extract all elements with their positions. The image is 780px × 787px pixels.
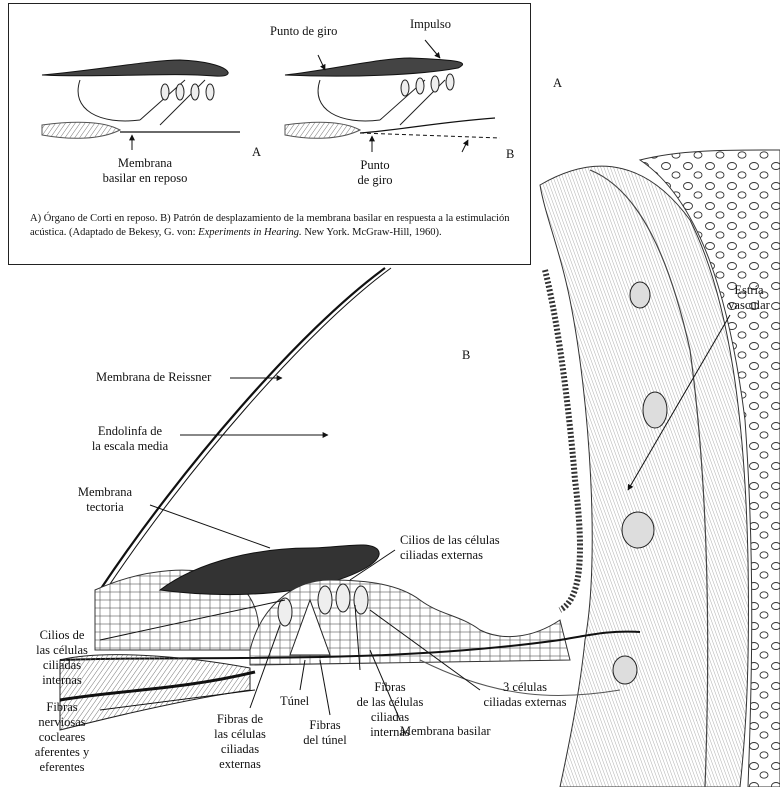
inset-membrana-reposo-label: Membrana basilar en reposo <box>80 156 210 186</box>
inset-punto-giro-label: Punto de giro <box>270 24 337 39</box>
estria-vascular-label: Estría vascular <box>718 283 780 313</box>
inset-letter-a: A <box>252 145 261 160</box>
figure-letter-b: B <box>462 348 470 363</box>
caption-text-2: New York. McGraw-Hill, 1960). <box>302 227 442 238</box>
inset-caption: A) Órgano de Corti en reposo. B) Patrón … <box>30 212 520 240</box>
fibras-nerviosas-label: Fibras nerviosas cocleares aferentes y e… <box>22 700 102 775</box>
tunel-label: Túnel <box>280 694 309 709</box>
membrana-tectoria-label: Membrana tectoria <box>60 485 150 515</box>
figure-letter-a: A <box>553 76 562 91</box>
inset-letter-b: B <box>506 147 514 162</box>
endolinfa-label: Endolinfa de la escala media <box>80 424 180 454</box>
caption-italic: Experiments in Hearing. <box>198 227 302 238</box>
inset-punto-giro-bottom-label: Punto de giro <box>340 158 410 188</box>
tres-celulas-label: 3 células ciliadas externas <box>470 680 580 710</box>
cilios-externas-label: Cilios de las células ciliadas externas <box>400 533 500 563</box>
inset-impulso-label: Impulso <box>410 17 451 32</box>
cilios-internas-label: Cilios de las células ciliadas internas <box>22 628 102 688</box>
fibras-externas-label: Fibras de las células ciliadas externas <box>200 712 280 772</box>
membrana-reissner-label: Membrana de Reissner <box>96 370 211 385</box>
membrana-basilar-label: Membrana basilar <box>400 724 491 739</box>
